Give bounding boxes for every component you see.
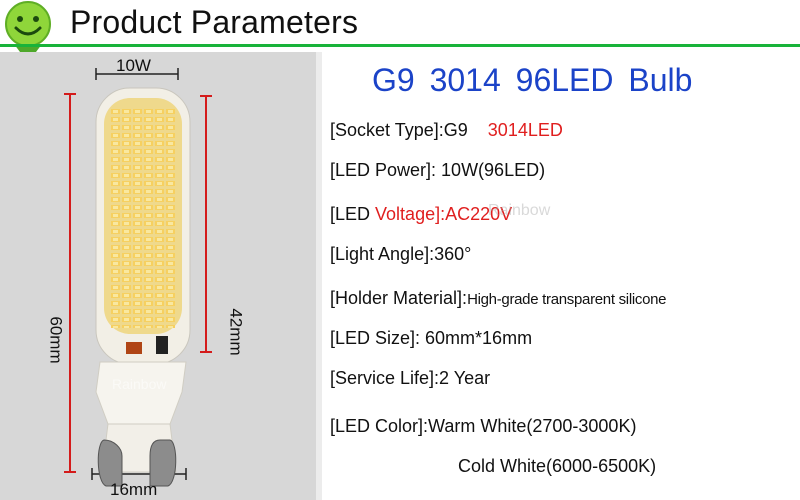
spec-led-power: [LED Power]: 10W(96LED) [330, 160, 546, 180]
spec-led-color-warm: [LED Color]:Warm White(2700-3000K) [330, 416, 637, 436]
voltage-value: AC220V [445, 204, 513, 224]
bottom-width-label: 16mm [110, 480, 158, 499]
spec-title: G9 3014 96LED Bulb [372, 62, 693, 98]
product-image-panel: 10W 16mm 60mm 42mm Rainbow [0, 52, 316, 500]
header-bar: Product Parameters [0, 0, 800, 64]
voltage-label-red: Voltage]: [375, 204, 446, 224]
header-divider [0, 44, 800, 47]
spec-holder-material: [Holder Material]:High-grade transparent… [330, 288, 667, 309]
socket-type-extra: 3014LED [487, 120, 563, 140]
spec-light-angle: [Light Angle]:360° [330, 244, 472, 264]
spec-service-life: [Service Life]:2 Year [330, 368, 491, 388]
led-chip-grid [110, 108, 176, 328]
holder-material-value: High-grade transparent silicone [467, 291, 667, 308]
led-length-label: 42mm [226, 308, 246, 356]
spec-led-color-cold: Cold White(6000-6500K) [458, 456, 657, 476]
panel-divider [316, 52, 322, 500]
spec-led-size: [LED Size]: 60mm*16mm [330, 328, 533, 348]
spec-voltage: [LED Voltage]:AC220V [330, 204, 512, 225]
total-length-label: 60mm [46, 316, 66, 364]
page-title: Product Parameters [70, 4, 359, 40]
socket-type-label: [Socket Type]:G9 [330, 120, 468, 140]
voltage-prefix: [LED [330, 204, 376, 224]
top-width-label: 10W [116, 56, 151, 75]
g9-bulb-illustration [64, 68, 212, 487]
spec-socket-type: [Socket Type]:G9 3014LED [330, 120, 563, 141]
holder-material-label: [Holder Material]: [330, 288, 468, 308]
watermark-left: Rainbow [112, 376, 167, 392]
watermark-right: Rainbow [488, 202, 551, 219]
